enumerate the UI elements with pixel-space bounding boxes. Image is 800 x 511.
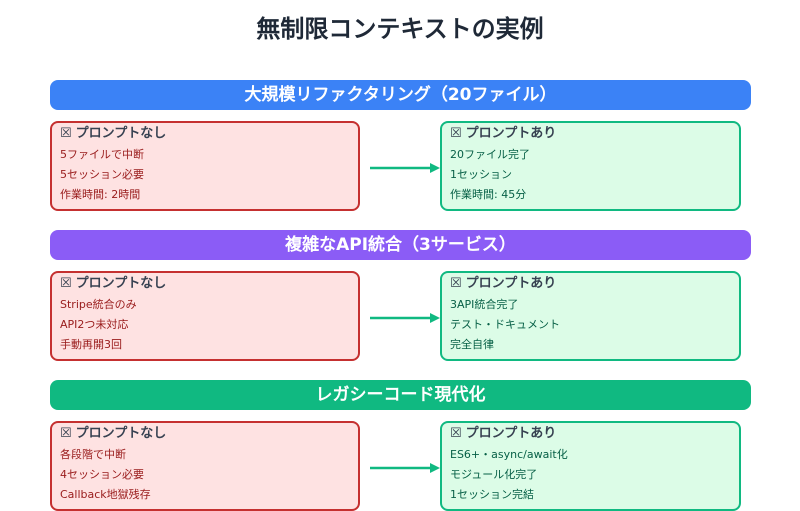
box-title: ☒プロンプトあり: [450, 126, 557, 141]
without-prompt-box: ☒プロンプトなし Stripe統合のみ API2つ未対応 手動再開3回: [50, 271, 360, 361]
arrow-right-icon: [370, 313, 440, 323]
section-api-integration: 複雑なAPI統合（3サービス） ☒プロンプトなし Stripe統合のみ API2…: [50, 230, 751, 361]
section-legacy-modernization: レガシーコード現代化 ☒プロンプトなし 各段階で中断 4セッション必要 Call…: [50, 380, 751, 511]
box-title: ☒プロンプトなし: [60, 426, 167, 441]
list-item: 各段階で中断: [60, 448, 126, 461]
section-header: 複雑なAPI統合（3サービス）: [50, 230, 751, 260]
section-header: 大規模リファクタリング（20ファイル）: [50, 80, 751, 110]
list-item: API2つ未対応: [60, 318, 129, 331]
with-prompt-box: ☒プロンプトあり 20ファイル完了 1セッション 作業時間: 45分: [440, 121, 741, 211]
ballot-x-icon: ☒: [450, 126, 462, 141]
ballot-x-icon: ☒: [450, 426, 462, 441]
list-item: 20ファイル完了: [450, 148, 530, 161]
section-refactoring: 大規模リファクタリング（20ファイル） ☒プロンプトなし 5ファイルで中断 5セ…: [50, 80, 751, 211]
list-item: 完全自律: [450, 338, 494, 351]
box-title: ☒プロンプトあり: [450, 426, 557, 441]
box-title: ☒プロンプトなし: [60, 126, 167, 141]
list-item: 1セッション完結: [450, 488, 534, 501]
without-prompt-box: ☒プロンプトなし 各段階で中断 4セッション必要 Callback地獄残存: [50, 421, 360, 511]
ballot-x-icon: ☒: [450, 276, 462, 291]
list-item: ES6+・async/await化: [450, 448, 568, 461]
ballot-x-icon: ☒: [60, 126, 72, 141]
list-item: テスト・ドキュメント: [450, 318, 560, 331]
list-item: 3API統合完了: [450, 298, 519, 311]
list-item: 作業時間: 45分: [450, 188, 527, 201]
ballot-x-icon: ☒: [60, 426, 72, 441]
arrow-right-icon: [370, 463, 440, 473]
list-item: 5セッション必要: [60, 168, 144, 181]
list-item: モジュール化完了: [450, 468, 538, 481]
ballot-x-icon: ☒: [60, 276, 72, 291]
box-title: ☒プロンプトなし: [60, 276, 167, 291]
without-prompt-box: ☒プロンプトなし 5ファイルで中断 5セッション必要 作業時間: 2時間: [50, 121, 360, 211]
page-title: 無制限コンテキストの実例: [256, 15, 544, 43]
arrow-right-icon: [370, 163, 440, 173]
list-item: 手動再開3回: [60, 338, 122, 351]
box-title: ☒プロンプトあり: [450, 276, 557, 291]
list-item: 5ファイルで中断: [60, 148, 144, 161]
list-item: Callback地獄残存: [60, 488, 151, 501]
list-item: 1セッション: [450, 168, 512, 181]
section-header: レガシーコード現代化: [50, 380, 751, 410]
with-prompt-box: ☒プロンプトあり 3API統合完了 テスト・ドキュメント 完全自律: [440, 271, 741, 361]
list-item: 作業時間: 2時間: [60, 188, 141, 201]
with-prompt-box: ☒プロンプトあり ES6+・async/await化 モジュール化完了 1セッシ…: [440, 421, 741, 511]
list-item: Stripe統合のみ: [60, 298, 137, 311]
list-item: 4セッション必要: [60, 468, 144, 481]
